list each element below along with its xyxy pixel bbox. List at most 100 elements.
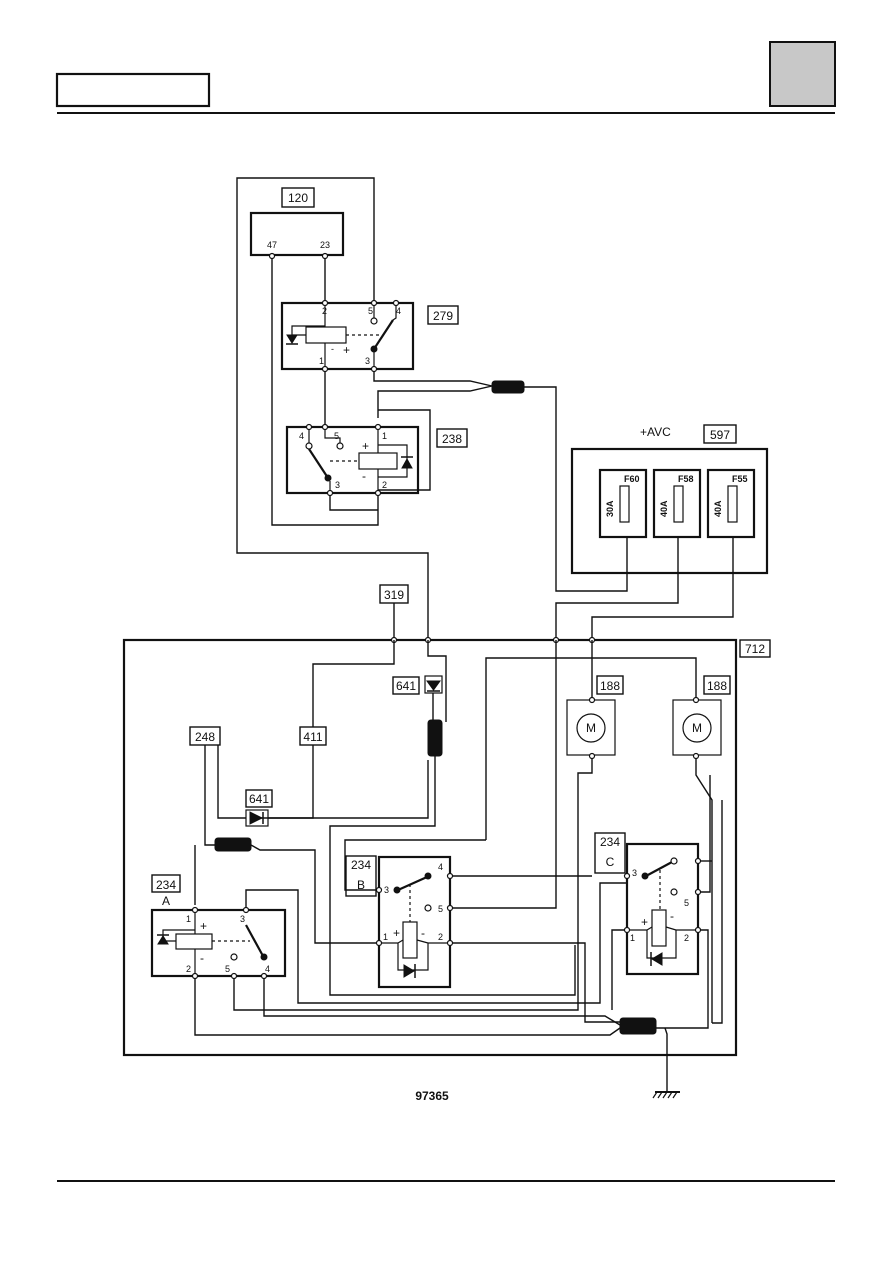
pin-a-5: 5 xyxy=(225,964,230,974)
pin-b-2: 2 xyxy=(438,932,443,942)
motor-b-symbol: M xyxy=(692,721,702,735)
diode-279 xyxy=(286,334,298,344)
label-641-b-text: 641 xyxy=(249,792,269,806)
relay-279: 279 2 5 4 1 3 - + xyxy=(280,299,459,373)
label-234-c xyxy=(594,832,626,874)
label-234-a-text: 234 xyxy=(156,878,176,892)
label-120-text: 120 xyxy=(288,191,308,205)
wire-234c-2 xyxy=(656,929,709,1029)
wire-234b-3 xyxy=(344,839,486,891)
pin-120-23: 23 xyxy=(320,240,330,250)
diode-641-b-box xyxy=(245,809,269,827)
label-279 xyxy=(427,305,459,325)
wire-234c-1 xyxy=(611,929,625,1010)
supply-label: +AVC xyxy=(640,425,671,439)
pin-a-3: 3 xyxy=(240,914,245,924)
pin-279-1: 1 xyxy=(319,356,324,366)
motor-188-b: 188 M xyxy=(672,675,731,760)
label-234-a xyxy=(151,874,181,893)
pin-a-1: 1 xyxy=(186,914,191,924)
coil-234-c xyxy=(651,909,667,947)
pin-c-5: 5 xyxy=(684,898,689,908)
coil-238 xyxy=(358,452,398,470)
wire-234b-5 xyxy=(452,640,557,909)
relay-238: 238 4 5 1 3 2 + - xyxy=(285,423,468,497)
coil-234-b xyxy=(402,921,418,959)
pin-279-3: 3 xyxy=(365,356,370,366)
motor-a-circle xyxy=(576,713,606,743)
box-597 xyxy=(570,447,769,575)
motor-188-a: 188 M xyxy=(566,675,624,760)
motor-b-circle xyxy=(682,713,712,743)
fuse-rating: 40A xyxy=(659,500,669,517)
pin-a-2: 2 xyxy=(186,964,191,974)
wire-248-connector xyxy=(204,790,215,846)
box-279 xyxy=(280,301,415,371)
coil-a-minus: - xyxy=(200,951,204,965)
pin-279-4: 4 xyxy=(396,306,401,316)
label-712 xyxy=(739,639,771,658)
pin-120-47: 47 xyxy=(267,240,277,250)
label-234-c-sub: C xyxy=(606,855,615,869)
diode-238 xyxy=(401,457,413,469)
label-234-b-sub: B xyxy=(357,878,365,892)
label-641-a xyxy=(392,676,420,695)
label-597 xyxy=(703,424,737,444)
component-120: 120 47 23 xyxy=(249,187,345,260)
wire-motor-b-bottom xyxy=(695,758,713,1023)
figure-number: 97365 xyxy=(415,1089,449,1103)
label-188-a xyxy=(596,675,624,695)
label-238 xyxy=(436,428,468,448)
box-120 xyxy=(249,211,345,257)
diode-234-a xyxy=(157,935,169,945)
wire-238-3 xyxy=(329,495,378,511)
pin-b-4: 4 xyxy=(438,862,443,872)
connector-a xyxy=(491,380,525,394)
pin-279-5: 5 xyxy=(368,306,373,316)
box-234-b xyxy=(377,855,452,989)
label-234-c-text: 234 xyxy=(600,835,620,849)
connector-c xyxy=(214,837,252,852)
coil-238-plus: + xyxy=(362,439,369,453)
coil-a-plus: + xyxy=(200,919,207,933)
wire-connector-c-234b xyxy=(250,844,378,944)
pin-a-4: 4 xyxy=(265,964,270,974)
coil-b-minus: - xyxy=(421,926,425,940)
diode-234-b xyxy=(403,964,415,978)
fuse-rating: 40A xyxy=(713,500,723,517)
relay-234-b: 234 B 3 4 5 1 2 + - xyxy=(345,855,454,989)
label-120 xyxy=(281,187,315,208)
connector-b xyxy=(427,719,443,757)
label-234-b-text: 234 xyxy=(351,858,371,872)
wire-120-47 xyxy=(271,258,379,526)
wire-connector-a-fuse xyxy=(524,386,628,592)
pin-238-3: 3 xyxy=(335,480,340,490)
label-238-text: 238 xyxy=(442,432,462,446)
label-279-text: 279 xyxy=(433,309,453,323)
wire-to-641-top xyxy=(427,640,447,722)
label-641-a-text: 641 xyxy=(396,679,416,693)
wire-fuse-f55 xyxy=(591,538,734,640)
label-248-text: 248 xyxy=(195,730,215,744)
box-234-a xyxy=(150,908,287,978)
label-188-b-text: 188 xyxy=(707,679,727,693)
box-238 xyxy=(285,425,420,495)
coil-c-plus: + xyxy=(641,915,648,929)
wire-234a-4 xyxy=(263,978,621,1026)
pin-c-1: 1 xyxy=(630,933,635,943)
label-411-text: 411 xyxy=(303,730,322,744)
wire-connector-b xyxy=(329,756,576,996)
pin-b-5: 5 xyxy=(438,904,443,914)
wire-248 xyxy=(204,745,246,819)
label-411 xyxy=(299,726,327,746)
pin-238-1: 1 xyxy=(382,431,387,441)
coil-c-minus: - xyxy=(670,909,674,923)
connector-ground xyxy=(619,1017,657,1035)
pin-b-3: 3 xyxy=(384,885,389,895)
pin-b-1: 1 xyxy=(383,932,388,942)
diode-234-c xyxy=(651,952,663,966)
coil-234-a xyxy=(175,933,213,950)
fuse-id: F60 xyxy=(624,474,640,484)
